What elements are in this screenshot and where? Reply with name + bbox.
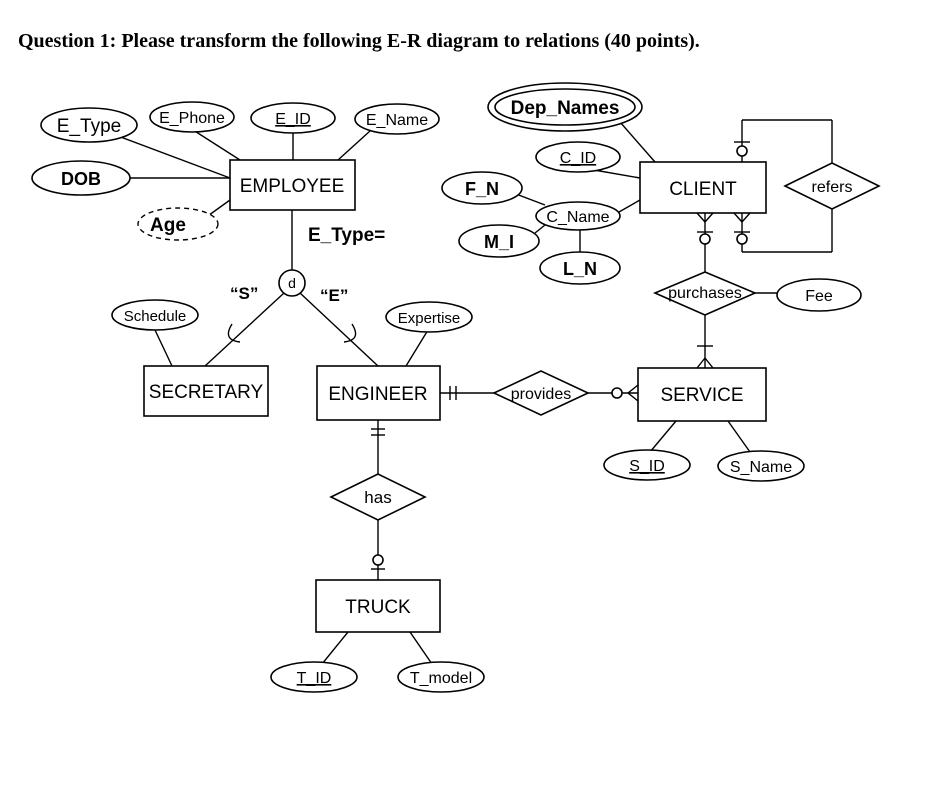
entity-engineer: ENGINEER xyxy=(316,365,441,421)
relationship-refers-label: refers xyxy=(812,179,853,196)
attribute-dob-label: DOB xyxy=(61,169,101,189)
attribute-l-n-label: L_N xyxy=(563,259,597,279)
attribute-c-name-label: C_Name xyxy=(546,209,609,226)
attribute-expertise: Expertise xyxy=(385,301,473,333)
attribute-l-n: L_N xyxy=(539,251,621,285)
attribute-f-n: F_N xyxy=(441,171,523,205)
attribute-age-label: Age xyxy=(150,215,186,236)
attribute-m-i: M_I xyxy=(458,224,540,258)
attribute-fee: Fee xyxy=(776,278,862,312)
attribute-c-id: C_ID xyxy=(535,141,621,173)
attribute-f-n-label: F_N xyxy=(465,179,499,199)
specialization: d E_Type= “S” “E” xyxy=(230,225,385,305)
secretary-discriminator-value: “S” xyxy=(230,284,258,303)
attribute-schedule-label: Schedule xyxy=(124,308,187,325)
relationship-has: has xyxy=(329,473,427,521)
attribute-e-name: E_Name xyxy=(354,103,440,135)
entity-secretary: SECRETARY xyxy=(143,365,269,417)
attribute-m-i-label: M_I xyxy=(484,232,514,252)
relationship-provides-label: provides xyxy=(511,386,571,403)
attribute-e-phone: E_Phone xyxy=(149,101,235,133)
entity-service-label: SERVICE xyxy=(660,385,743,406)
attribute-t-model-label: T_model xyxy=(410,670,472,687)
entity-employee-label: EMPLOYEE xyxy=(240,176,345,197)
entity-client-label: CLIENT xyxy=(669,179,737,200)
attribute-age: Age xyxy=(137,207,219,241)
attribute-e-name-label: E_Name xyxy=(366,112,428,129)
attribute-e-type: E_Type xyxy=(40,107,138,143)
entity-truck-label: TRUCK xyxy=(345,597,411,618)
relationship-refers: refers xyxy=(783,162,881,210)
attribute-e-type-label: E_Type xyxy=(57,116,121,137)
attribute-fee-label: Fee xyxy=(805,288,833,305)
attribute-s-id: S_ID xyxy=(603,449,691,481)
relationship-provides: provides xyxy=(492,370,590,416)
attribute-dep-names-label: Dep_Names xyxy=(511,98,620,119)
attribute-s-name-label: S_Name xyxy=(730,459,792,476)
entity-truck: TRUCK xyxy=(315,579,441,633)
attribute-c-id-label: C_ID xyxy=(560,150,596,167)
entity-engineer-label: ENGINEER xyxy=(328,384,427,405)
attribute-dob: DOB xyxy=(31,160,131,196)
attribute-t-id: T_ID xyxy=(270,661,358,693)
attribute-t-model: T_model xyxy=(397,661,485,693)
attribute-t-id-label: T_ID xyxy=(297,670,332,687)
entity-service: SERVICE xyxy=(637,367,767,422)
discriminator-label: E_Type= xyxy=(308,225,385,246)
attribute-e-id: E_ID xyxy=(250,102,336,134)
relationship-purchases-label: purchases xyxy=(668,285,742,302)
engineer-discriminator-value: “E” xyxy=(320,286,348,305)
entity-secretary-label: SECRETARY xyxy=(149,382,264,403)
question-title: Question 1: Please transform the followi… xyxy=(18,30,700,52)
attribute-schedule: Schedule xyxy=(111,299,199,331)
relationship-has-label: has xyxy=(364,488,391,507)
attribute-expertise-label: Expertise xyxy=(398,310,461,327)
attribute-e-id-label: E_ID xyxy=(275,111,311,128)
attribute-c-name: C_Name xyxy=(535,201,621,231)
attribute-e-phone-label: E_Phone xyxy=(159,110,225,127)
attribute-s-name: S_Name xyxy=(717,450,805,482)
attribute-s-id-label: S_ID xyxy=(629,458,665,475)
relationship-purchases: purchases xyxy=(652,271,758,316)
disjoint-symbol: d xyxy=(288,275,296,291)
entity-client: CLIENT xyxy=(639,161,767,214)
entity-employee: EMPLOYEE xyxy=(229,159,356,211)
attribute-dep-names: Dep_Names xyxy=(487,82,643,132)
connector-lines xyxy=(117,119,833,665)
